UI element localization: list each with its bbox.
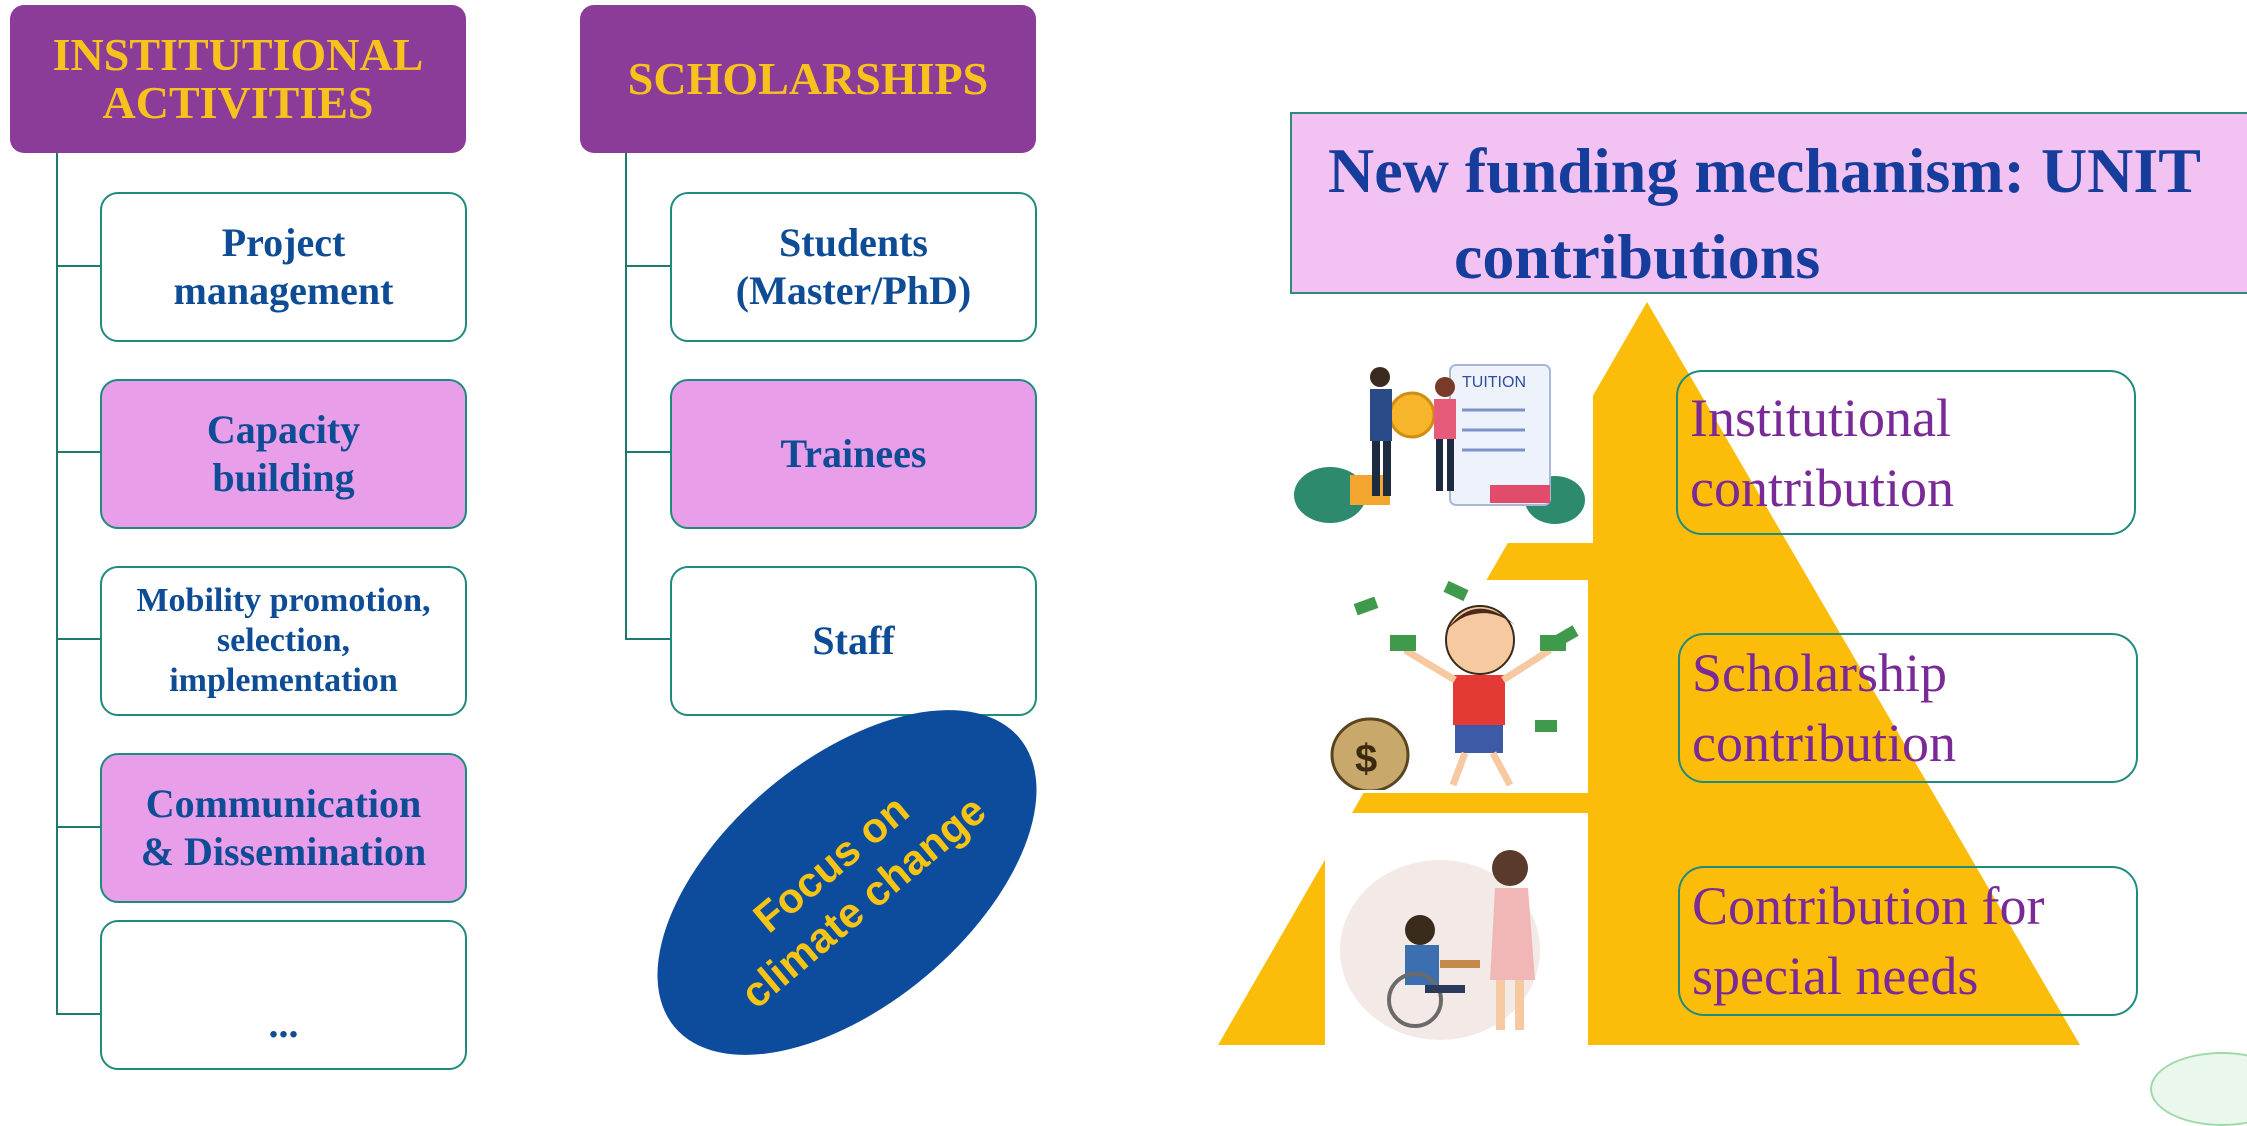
item-staff: Staff bbox=[670, 566, 1037, 716]
connector bbox=[56, 638, 102, 640]
connector bbox=[56, 1013, 102, 1015]
funding-title: New funding mechanism: UNIT contribution… bbox=[1290, 112, 2247, 294]
connector bbox=[625, 451, 671, 453]
funding-title-line2: contributions bbox=[1454, 221, 1821, 292]
connector bbox=[625, 638, 671, 640]
connector bbox=[56, 451, 102, 453]
scholarships-tree-line bbox=[625, 153, 627, 640]
tier-special-needs-contribution: Contribution for special needs bbox=[1678, 866, 2138, 1016]
tier-scholarship-contribution: Scholarship contribution bbox=[1678, 633, 2138, 783]
item-capacity-building: Capacity building bbox=[100, 379, 467, 529]
tier-institutional-contribution: Institutional contribution bbox=[1676, 370, 2136, 535]
item-communication-dissemination: Communication & Dissemination bbox=[100, 753, 467, 903]
funding-title-line1: New funding mechanism: UNIT bbox=[1328, 135, 2201, 206]
connector bbox=[56, 265, 102, 267]
item-ellipsis: ... bbox=[100, 920, 467, 1070]
item-students: Students (Master/PhD) bbox=[670, 192, 1037, 342]
item-project-management: Project management bbox=[100, 192, 467, 342]
scholarships-header: SCHOLARSHIPS bbox=[580, 5, 1036, 153]
special-needs-illustration bbox=[1340, 850, 1540, 1040]
boy-with-money-illustration: $ bbox=[1330, 580, 1579, 790]
connector bbox=[625, 265, 671, 267]
connector bbox=[56, 826, 102, 828]
institutional-activities-header: INSTITUTIONAL ACTIVITIES bbox=[10, 5, 466, 153]
svg-text:$: $ bbox=[1355, 737, 1377, 781]
tuition-payment-illustration: TUITION bbox=[1294, 364, 1585, 524]
item-trainees: Trainees bbox=[670, 379, 1037, 529]
item-mobility-promotion: Mobility promotion, selection, implement… bbox=[100, 566, 467, 716]
svg-text:TUITION: TUITION bbox=[1462, 374, 1526, 391]
institutional-tree-line bbox=[56, 153, 58, 1015]
